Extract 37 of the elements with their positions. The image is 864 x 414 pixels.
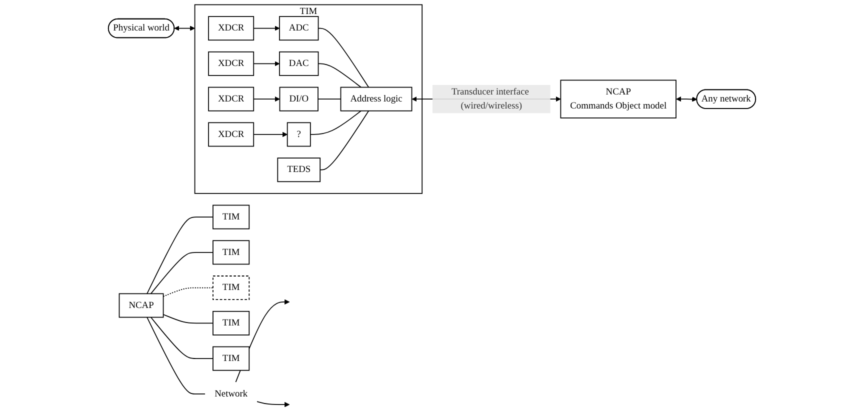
edge-label: Transducer interface (wired/wireless) (451, 86, 529, 111)
connector (146, 316, 206, 394)
connector (162, 287, 214, 297)
connector (318, 28, 370, 88)
arrow (253, 96, 280, 102)
arrow (174, 26, 196, 31)
arrow (253, 61, 280, 66)
connector (150, 252, 214, 294)
connector (162, 314, 214, 324)
node-box: DI/O (279, 86, 318, 112)
connector (146, 216, 214, 294)
node-box: XDCR (208, 122, 254, 147)
node-box: XDCR (208, 16, 254, 41)
node-box: Address logic (340, 86, 412, 112)
node-box: ? (286, 122, 311, 147)
node-box: TEDS (277, 158, 321, 182)
node-box: TIM (212, 310, 250, 336)
connector (320, 110, 370, 170)
node-box: XDCR (208, 86, 254, 112)
node-box: TIM (212, 276, 250, 300)
connector (310, 110, 362, 135)
node-box: TIM (212, 346, 250, 371)
node-box: XDCR (208, 51, 254, 76)
node-box: DAC (279, 51, 319, 76)
node-box: NCAP (118, 293, 164, 318)
node-box: NCAP Commands Object model (560, 80, 676, 118)
arrow (256, 401, 290, 408)
connector (150, 316, 214, 359)
arrow (253, 132, 288, 138)
arrow (676, 96, 698, 102)
arrow (253, 26, 280, 31)
node-box: TIM (212, 204, 250, 230)
node-box: TIM (212, 240, 250, 265)
node-box: ADC (279, 16, 319, 41)
connector (318, 63, 362, 88)
connector (318, 98, 342, 100)
node-text: Network (214, 388, 248, 399)
